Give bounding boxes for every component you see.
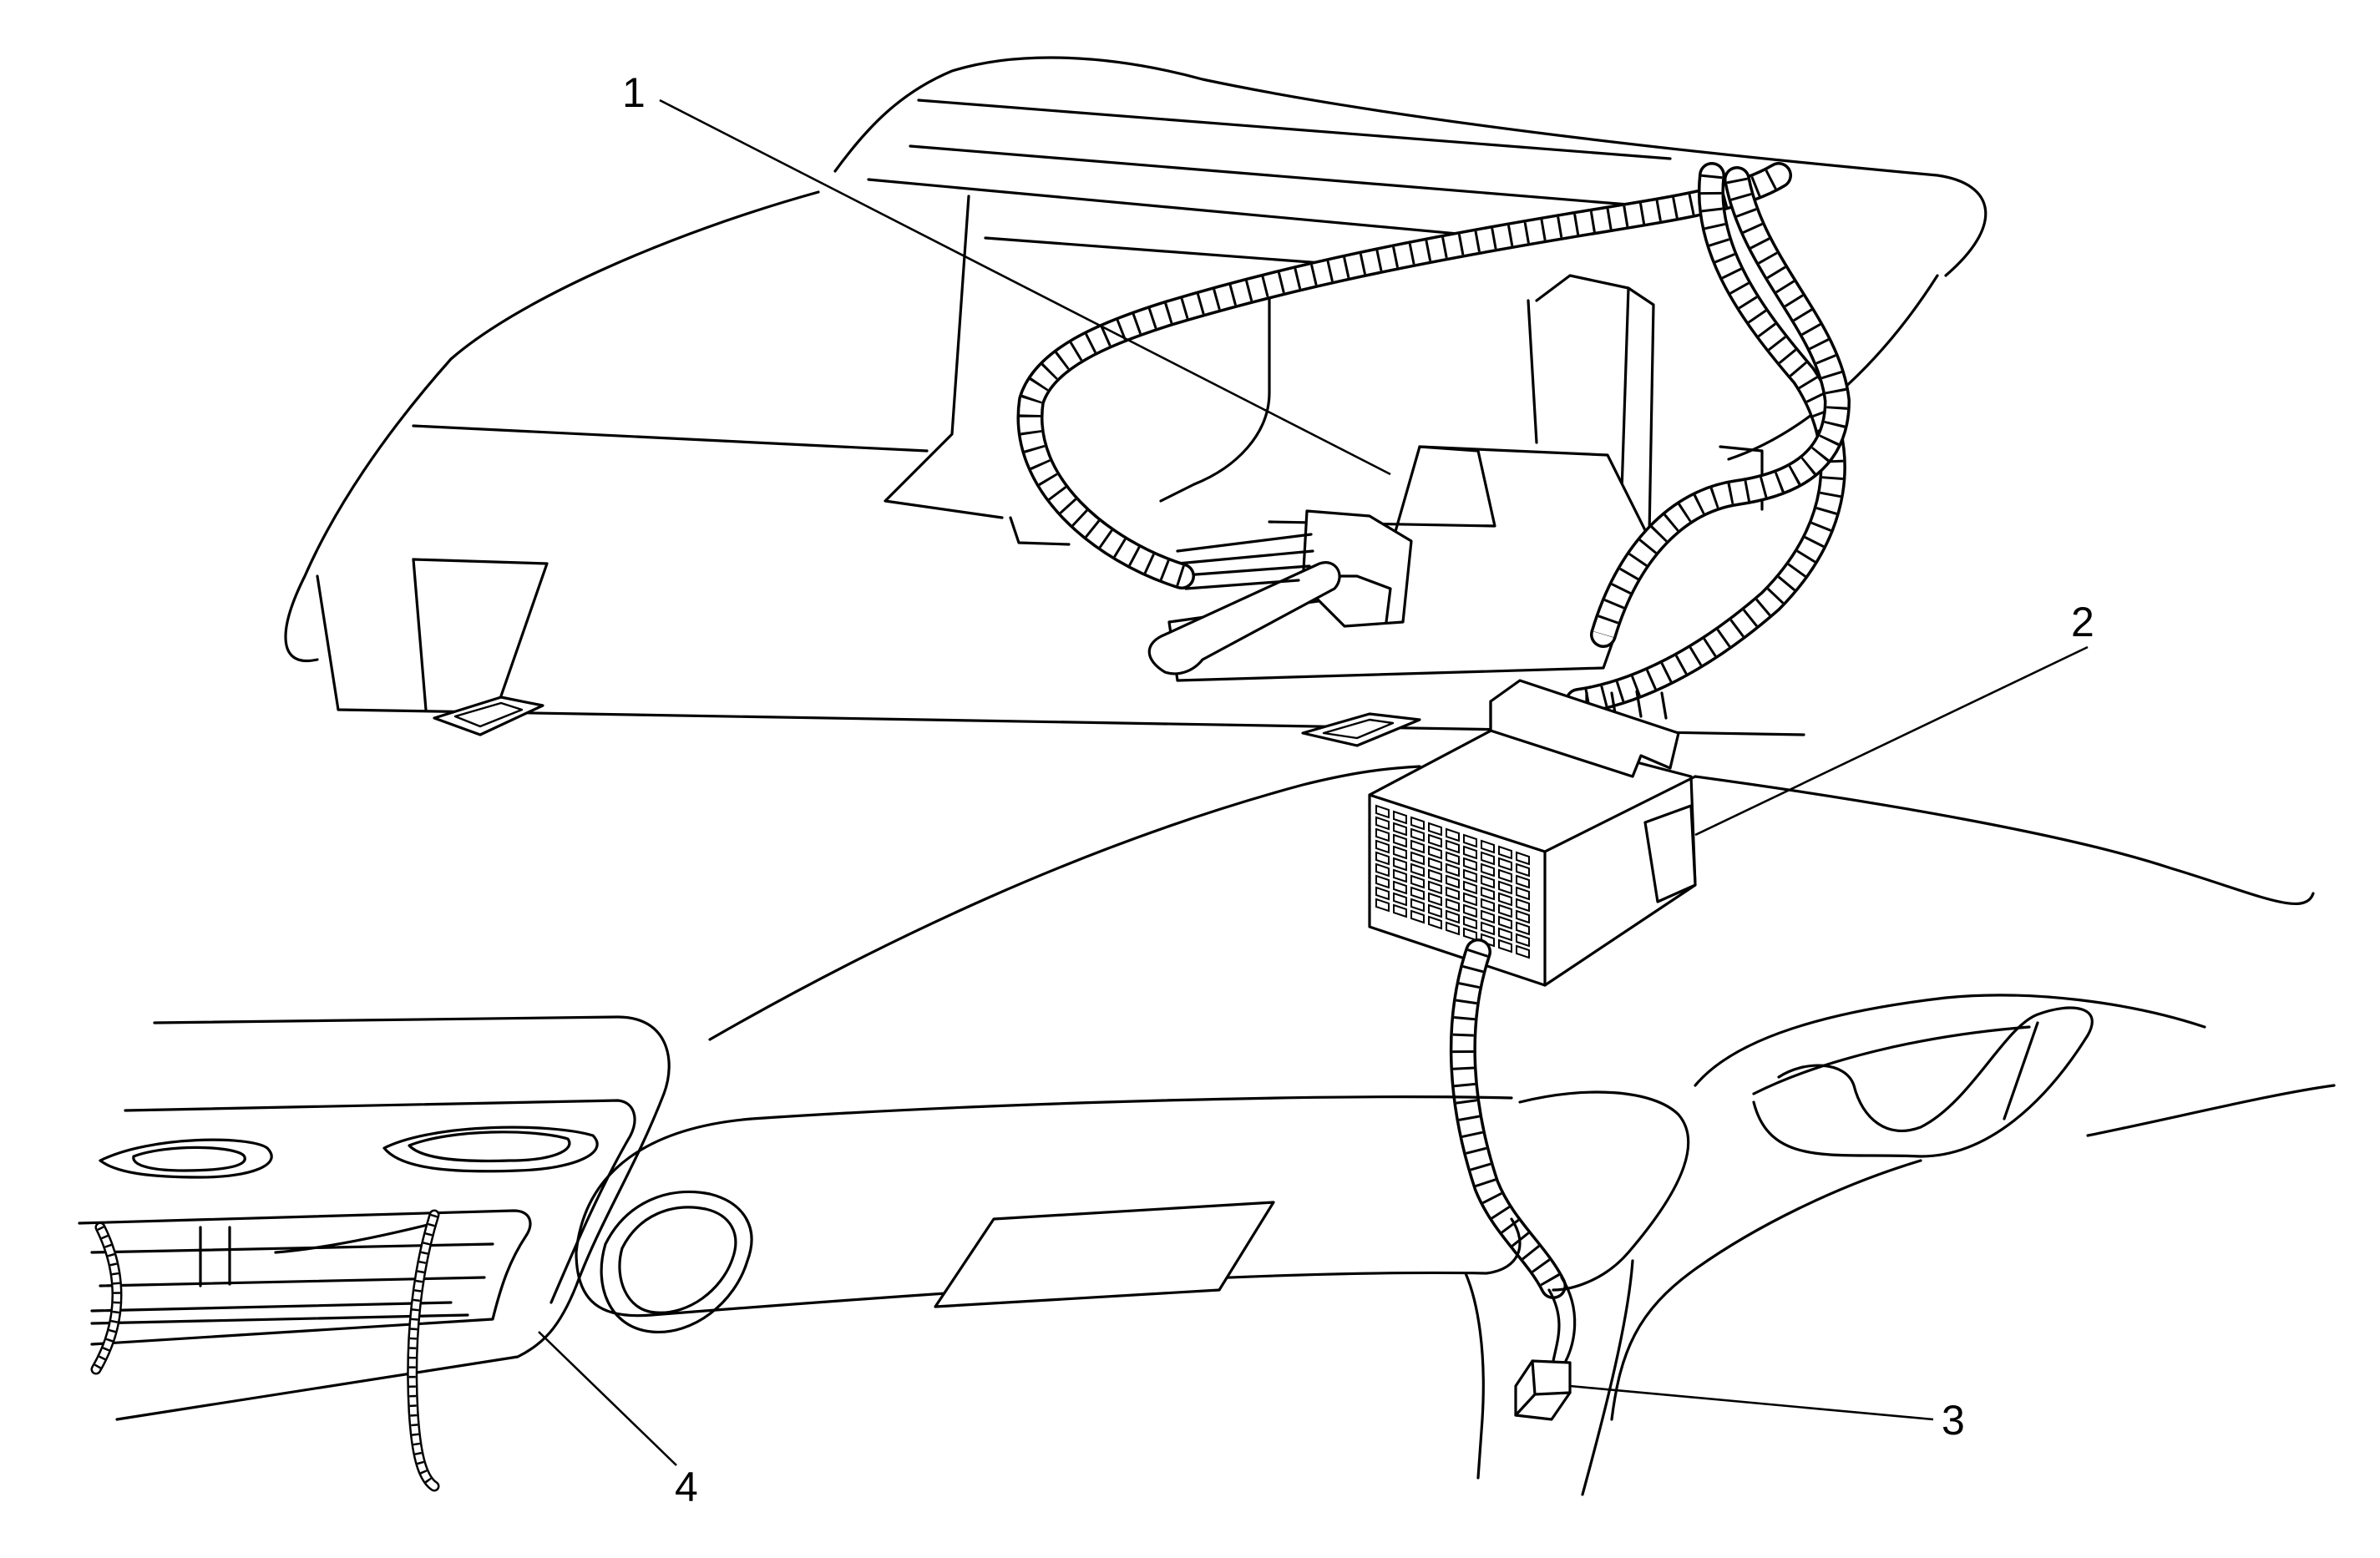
connector-pin: [1498, 927, 1512, 942]
module-housing: [284, 56, 1988, 747]
connector-pin: [1410, 839, 1425, 854]
connector-pin: [1463, 857, 1477, 872]
connector-pin: [1410, 851, 1425, 866]
leader-line-2: [1694, 645, 2089, 837]
connector-pin: [1516, 909, 1530, 924]
instrument-panel: [575, 765, 2315, 1496]
connector-pin: [1410, 827, 1425, 842]
connector-pin: [1498, 868, 1512, 883]
connector-pin: [1463, 903, 1477, 918]
right-vent: [1610, 994, 2336, 1421]
connector-pin: [1516, 862, 1530, 878]
connector-pin: [1375, 886, 1390, 901]
small-connector: [1514, 1359, 1572, 1421]
glove-box: [78, 1015, 671, 1492]
connector-pin: [1516, 944, 1530, 959]
connector-pin: [1428, 868, 1442, 883]
connector-pin: [1393, 892, 1407, 907]
connector-pin: [1446, 898, 1460, 913]
connector-pin: [1446, 909, 1460, 924]
connector-pin: [1481, 886, 1495, 901]
connector-pin: [1428, 857, 1442, 872]
connector-pin: [1410, 816, 1425, 831]
connector-pin: [1481, 898, 1495, 913]
connector-pin: [1516, 921, 1530, 936]
connector-pin: [1481, 921, 1495, 936]
connector-pin: [1516, 886, 1530, 901]
callout-1: 1: [622, 69, 646, 116]
connector-pin: [1393, 868, 1407, 883]
connector-pin: [1446, 886, 1460, 901]
connector-pin: [1393, 903, 1407, 918]
connector-pin: [1410, 886, 1425, 901]
connector-pin: [1375, 851, 1390, 866]
connector-pin: [1498, 938, 1512, 954]
connector-pin: [1428, 903, 1442, 918]
connector-pin: [1481, 862, 1495, 878]
callout-labels: 1 2 3 4: [622, 69, 2094, 1510]
connector-pin: [1375, 874, 1390, 889]
connector-pin: [1463, 868, 1477, 883]
connector-pin: [1498, 903, 1512, 918]
connector-pin: [1498, 892, 1512, 907]
connector-pin: [1446, 921, 1460, 936]
connector-pin: [1375, 804, 1390, 819]
connector-pin: [1516, 898, 1530, 913]
connector-pin: [1498, 880, 1512, 895]
callout-3: 3: [1942, 1397, 1965, 1444]
connector-pin: [1393, 880, 1407, 895]
connector-pin: [1481, 839, 1495, 854]
callout-4: 4: [675, 1464, 698, 1510]
connector-pin: [1393, 822, 1407, 837]
connector-pin: [1410, 909, 1425, 924]
multi-pin-connector: [1368, 679, 1697, 987]
connector-pin: [1463, 833, 1477, 848]
connector-pin: [1446, 851, 1460, 866]
connector-pin: [1375, 827, 1390, 842]
connector-pin: [1393, 845, 1407, 860]
connector-pin: [1481, 851, 1495, 866]
connector-pin: [1463, 892, 1477, 907]
connector-pin: [1375, 898, 1390, 913]
connector-pin: [1428, 845, 1442, 860]
connector-pin: [1516, 874, 1530, 889]
connector-pin: [1428, 880, 1442, 895]
connector-pin: [1393, 857, 1407, 872]
connector-pin: [1410, 898, 1425, 913]
connector-pin: [1410, 874, 1425, 889]
wiring-harness: [1016, 162, 1851, 720]
leader-line-1: [659, 99, 1391, 476]
connector-pin: [1463, 915, 1477, 930]
lower-harness: [1449, 938, 1577, 1363]
connector-pin: [1481, 874, 1495, 889]
connector-pin: [1446, 839, 1460, 854]
connector-pin: [1428, 822, 1442, 837]
connector-pin: [1446, 862, 1460, 878]
connector-pin: [1393, 810, 1407, 825]
connector-pin: [1463, 845, 1477, 860]
leader-line-4: [538, 1331, 677, 1466]
connector-pin: [1446, 874, 1460, 889]
connector-pin: [1446, 827, 1460, 842]
callout-2: 2: [2071, 599, 2094, 645]
connector-pin: [1428, 892, 1442, 907]
connector-pin: [1375, 839, 1390, 854]
leader-lines: [538, 99, 2089, 1466]
connector-pin: [1463, 880, 1477, 895]
control-module: [1147, 445, 1651, 682]
connector-pin: [1393, 833, 1407, 848]
connector-pin: [1428, 833, 1442, 848]
connector-pin: [1410, 862, 1425, 878]
connector-pin: [1516, 851, 1530, 866]
connector-pin: [1498, 845, 1512, 860]
connector-pin: [1375, 816, 1390, 831]
connector-pin: [1375, 862, 1390, 878]
leader-line-3: [1569, 1384, 1934, 1421]
connector-pin: [1498, 857, 1512, 872]
connector-pin: [1428, 915, 1442, 930]
connector-pin: [1516, 933, 1530, 948]
connector-pin: [1498, 915, 1512, 930]
connector-pin: [1481, 909, 1495, 924]
